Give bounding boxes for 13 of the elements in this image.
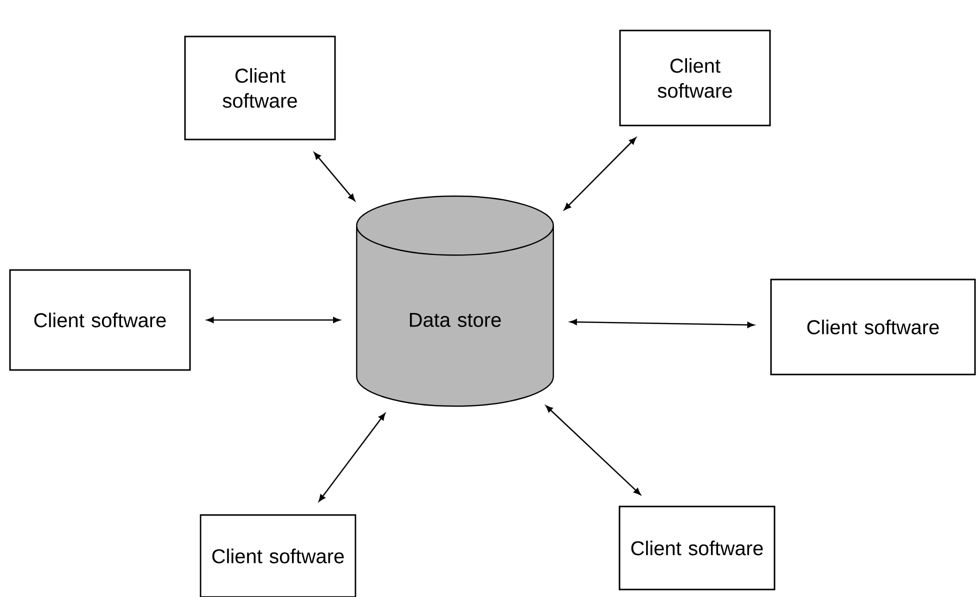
process-box: Client software <box>9 269 191 371</box>
arrow <box>570 319 754 328</box>
cylinder: Data store <box>356 196 554 407</box>
arrow <box>564 137 636 210</box>
process-box: Client software <box>184 36 336 140</box>
process-box: Client software <box>200 514 356 597</box>
arrow <box>206 317 340 323</box>
arrow <box>546 405 641 496</box>
process-box: Client software <box>619 30 771 126</box>
arrow <box>314 152 356 202</box>
process-box: Client software <box>770 278 976 376</box>
process-box: Client software <box>618 506 776 590</box>
arrow <box>318 413 386 502</box>
